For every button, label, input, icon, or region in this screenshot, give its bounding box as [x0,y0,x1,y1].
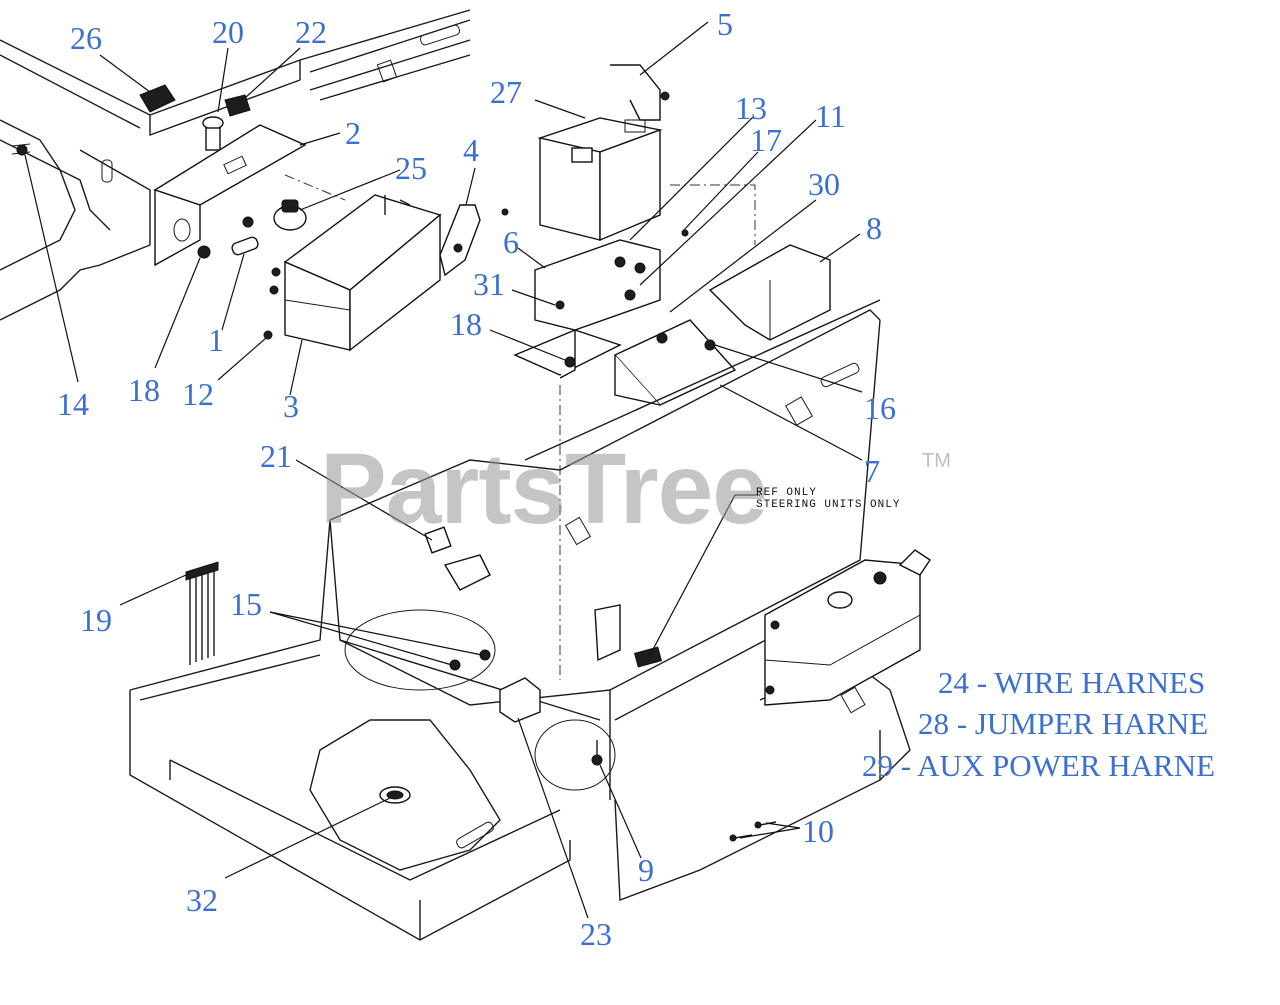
callout-6: 6 [503,224,519,260]
part-6-battery-tray [501,208,689,379]
callout-14: 14 [57,386,89,422]
callout-15: 15 [230,586,262,622]
leader-lines [24,21,863,919]
assembled-console [764,549,931,706]
part-3-cover [283,194,442,352]
part-20-22 [202,94,251,151]
callout-16: 16 [864,390,896,426]
part-27-battery [537,117,663,242]
main-frame [129,299,911,941]
callout-3: 3 [283,388,299,424]
callout-31: 31 [473,266,505,302]
callout-30: 30 [808,166,840,202]
watermark-trademark: TM [922,450,951,472]
ref-note: REF ONLY STEERING UNITS ONLY [756,487,901,511]
part-2-bracket [153,124,307,267]
part-5-holddown [610,64,670,121]
callout-9: 9 [638,852,654,888]
callout-25: 25 [395,150,427,186]
callout-11: 11 [815,98,846,134]
callout-23: 23 [580,916,612,952]
part-8-bracket [708,244,831,341]
callout-13: 13 [735,90,767,126]
callout-18-lower: 18 [128,372,160,408]
callout-1: 1 [208,322,224,358]
callout-21: 21 [260,438,292,474]
part-19-cable-ties [185,561,219,665]
callout-20: 20 [212,14,244,50]
callout-27: 27 [490,74,522,110]
callout-19: 19 [80,602,112,638]
callout-7: 7 [864,453,880,489]
callout-4: 4 [463,132,479,168]
part-9 [591,740,603,766]
callout-18-upper: 18 [450,306,482,342]
part-4 [439,204,481,277]
steering-bracket [594,604,663,668]
callout-22: 22 [295,14,327,50]
callout-26: 26 [70,20,102,56]
ref-note-line-1: REF ONLY [756,487,817,499]
part-10-screws [729,821,777,842]
part-15 [449,649,491,671]
callout-10: 10 [802,813,834,849]
part-7-plate [613,319,737,406]
callout-12: 12 [182,376,214,412]
callout-2: 2 [345,115,361,151]
upper-frame-rail [0,9,471,321]
part-23 [499,677,541,723]
callout-5: 5 [717,6,733,42]
watermark: PartsTree [320,433,768,545]
part-32-grommet [379,786,411,804]
callout-8: 8 [866,210,882,246]
ref-note-line-2: STEERING UNITS ONLY [756,498,901,511]
callout-32: 32 [186,882,218,918]
part-21 [424,526,491,591]
callout-17: 17 [750,122,782,158]
